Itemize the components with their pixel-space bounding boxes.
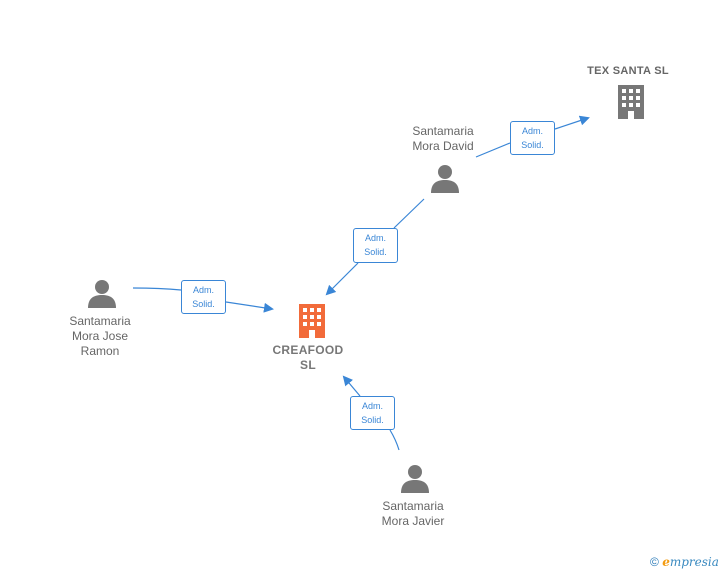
person-label-jose-ramon[interactable]: Santamaria Mora Jose Ramon <box>69 314 131 358</box>
building-icon[interactable] <box>615 83 647 119</box>
person-icon[interactable] <box>430 163 460 193</box>
edge-david-tex-santa-head <box>554 115 590 130</box>
person-label-david[interactable]: Santamaria Mora David <box>412 124 474 153</box>
edge-david-tex-santa[interactable] <box>475 142 511 158</box>
empresia-logo: empresia <box>662 555 719 569</box>
edge-david-creafood-head <box>325 262 359 296</box>
edge-david-creafood[interactable] <box>393 198 425 229</box>
person-icon[interactable] <box>400 463 430 493</box>
edge-label-adm-solid[interactable]: Adm. Solid. <box>510 121 555 155</box>
empresia-credit[interactable]: © empresia <box>650 555 719 569</box>
edge-label-adm-solid[interactable]: Adm. Solid. <box>353 228 398 263</box>
building-icon[interactable] <box>296 302 328 338</box>
edge-javier-creafood[interactable] <box>389 429 400 451</box>
edge-label-adm-solid[interactable]: Adm. Solid. <box>181 280 226 314</box>
person-label-javier[interactable]: Santamaria Mora Javier <box>381 499 445 528</box>
company-label-creafood[interactable]: CREAFOOD SL <box>272 343 344 372</box>
edge-jose-creafood[interactable] <box>132 287 182 291</box>
person-icon[interactable] <box>87 278 117 308</box>
copyright-icon: © <box>650 555 659 569</box>
edge-jose-creafood-head <box>225 301 274 313</box>
company-label-tex-santa[interactable]: TEX SANTA SL <box>587 65 669 77</box>
edge-javier-creafood-head <box>342 375 361 397</box>
edge-label-adm-solid[interactable]: Adm. Solid. <box>350 396 395 430</box>
